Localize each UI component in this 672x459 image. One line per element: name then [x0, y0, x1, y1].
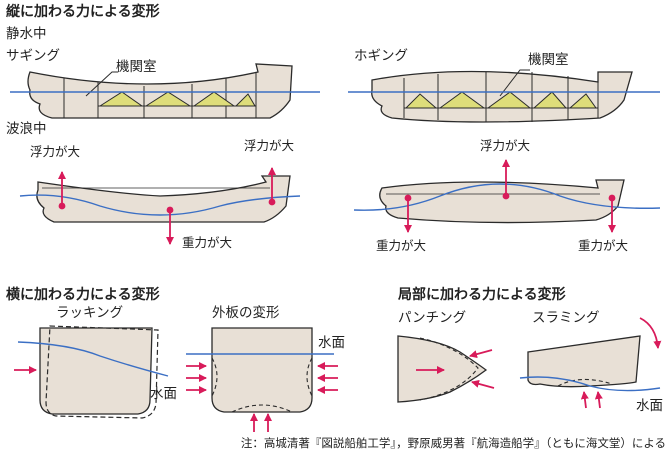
- racking-section: [39, 325, 159, 419]
- wave-hog-hull: [379, 179, 625, 224]
- heading-transverse: 横に加わる力による変形: [6, 287, 160, 303]
- label-shell-deform: 外板の変形: [212, 305, 280, 321]
- label-engine-room-hog: 機関室: [528, 52, 569, 68]
- label-panting: パンチング: [398, 310, 467, 326]
- label-gravity-hog-left: 重力が大: [376, 238, 427, 253]
- label-buoyancy-sag-left: 浮力が大: [30, 144, 81, 159]
- label-still-water: 静水中: [6, 26, 47, 42]
- label-engine-room-sag: 機関室: [116, 59, 157, 75]
- label-hogging: ホギング: [354, 48, 408, 64]
- label-slamming: スラミング: [532, 310, 600, 326]
- panting-bow: [397, 335, 488, 403]
- panting-force-arrows: [416, 349, 495, 389]
- wave-hog-forces: [404, 159, 616, 233]
- label-gravity-sag: 重力が大: [182, 235, 233, 250]
- label-buoyancy-hog: 浮力が大: [480, 138, 531, 153]
- source-note: 注：高城清著『図説船舶工学』，野原威男著『航海造船学』（ともに海文堂）による: [240, 436, 666, 450]
- wave-hog-waveline: [353, 183, 661, 211]
- heading-local: 局部に加わる力による変形: [398, 287, 566, 303]
- label-buoyancy-sag-right: 浮力が大: [244, 138, 295, 153]
- shell-deform-force-arrows: [186, 362, 338, 432]
- label-waves: 波浪中: [6, 121, 47, 137]
- heading-longitudinal: 縦に加わる力による変形: [6, 4, 160, 20]
- label-racking: ラッキング: [56, 305, 124, 321]
- sagging-hull: [27, 63, 293, 119]
- slamming-bow: [527, 335, 641, 388]
- label-gravity-hog-right: 重力が大: [578, 238, 629, 253]
- slamming-waterline: [519, 376, 661, 392]
- shell-deform-section: [211, 327, 313, 413]
- hogging-hull: [371, 69, 633, 123]
- racking-waterline: [17, 341, 169, 377]
- wave-sag-forces: [58, 167, 276, 245]
- label-water-surface-racking: 水面: [150, 386, 177, 402]
- label-water-surface-shell: 水面: [318, 335, 345, 351]
- slamming-force-arrows: [580, 317, 662, 409]
- label-sagging: サギング: [6, 48, 60, 64]
- label-water-surface-slamming: 水面: [636, 398, 663, 414]
- wave-sag-hull: [36, 175, 291, 223]
